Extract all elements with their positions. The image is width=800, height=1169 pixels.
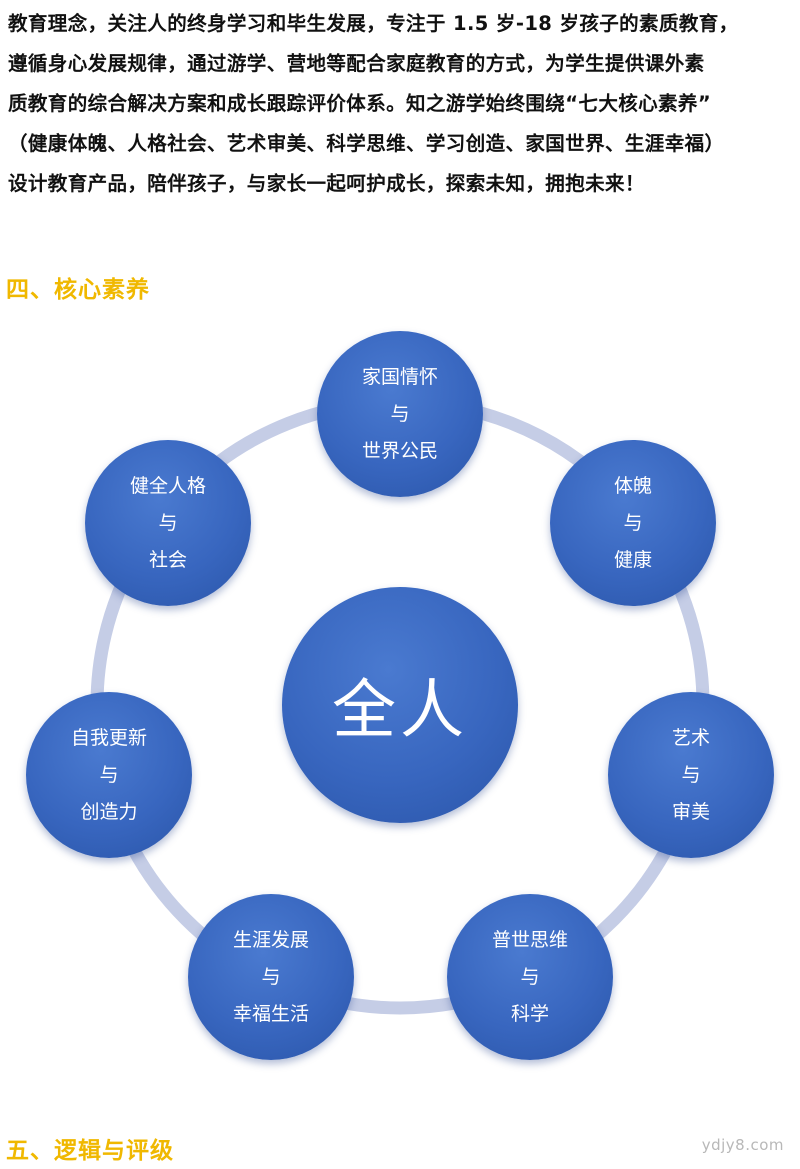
node-line: 普世思维 (491, 928, 568, 951)
node-line: 创造力 (80, 800, 138, 823)
site-watermark: ydjy8.com (701, 1136, 784, 1154)
node-line: 世界公民 (361, 439, 438, 462)
node-line: 生涯发展 (232, 928, 309, 951)
node-line: 与 (681, 763, 701, 786)
node-line: 艺术 (671, 726, 710, 749)
intro-line: 质教育的综合解决方案和成长跟踪评价体系。知之游学始终围绕“七大核心素养” (8, 92, 712, 115)
node-line: 健全人格 (129, 474, 206, 497)
node-renewal-creativity: 自我更新 与 创造力 (26, 692, 192, 858)
intro-line: 教育理念，关注人的终身学习和毕生发展，专注于 1.5 岁-18 岁孩子的素质教育… (8, 12, 739, 35)
node-line: 家国情怀 (361, 365, 438, 388)
node-line: 与 (520, 965, 540, 988)
node-line: 与 (158, 511, 178, 534)
node-family-nation: 家国情怀 与 世界公民 (317, 331, 483, 497)
section-heading-core-literacy: 四、核心素养 (6, 277, 150, 303)
node-line: 与 (390, 402, 410, 425)
node-line: 自我更新 (70, 726, 147, 749)
node-line: 与 (623, 511, 643, 534)
section-heading-logic-rating: 五、逻辑与评级 (6, 1138, 174, 1164)
node-line: 幸福生活 (232, 1002, 309, 1025)
node-line: 健康 (613, 548, 652, 571)
node-art-aesthetics: 艺术 与 审美 (608, 692, 774, 858)
intro-paragraph: 教育理念，关注人的终身学习和毕生发展，专注于 1.5 岁-18 岁孩子的素质教育… (8, 4, 798, 204)
intro-line: 遵循身心发展规律，通过游学、营地等配合家庭教育的方式，为学生提供课外素 (8, 52, 705, 75)
intro-line: 设计教育产品，陪伴孩子，与家长一起呵护成长，探索未知，拥抱未来！ (8, 172, 645, 195)
node-line: 与 (99, 763, 119, 786)
node-personality-society: 健全人格 与 社会 (85, 440, 251, 606)
node-line: 社会 (148, 548, 187, 571)
node-physique-health: 体魄 与 健康 (550, 440, 716, 606)
node-line: 体魄 (613, 474, 652, 497)
node-line: 审美 (671, 800, 710, 823)
node-line: 与 (261, 965, 281, 988)
node-thinking-science: 普世思维 与 科学 (447, 894, 613, 1060)
node-career-happiness: 生涯发展 与 幸福生活 (188, 894, 354, 1060)
node-line: 科学 (510, 1002, 549, 1025)
core-literacy-diagram: 家国情怀 与 世界公民 体魄 与 健康 艺术 与 审美 普世思维 与 科学 生涯… (0, 330, 800, 1070)
intro-line: （健康体魄、人格社会、艺术审美、科学思维、学习创造、家国世界、生涯幸福） (8, 132, 725, 155)
center-node-whole-person: 全人 (282, 587, 518, 823)
